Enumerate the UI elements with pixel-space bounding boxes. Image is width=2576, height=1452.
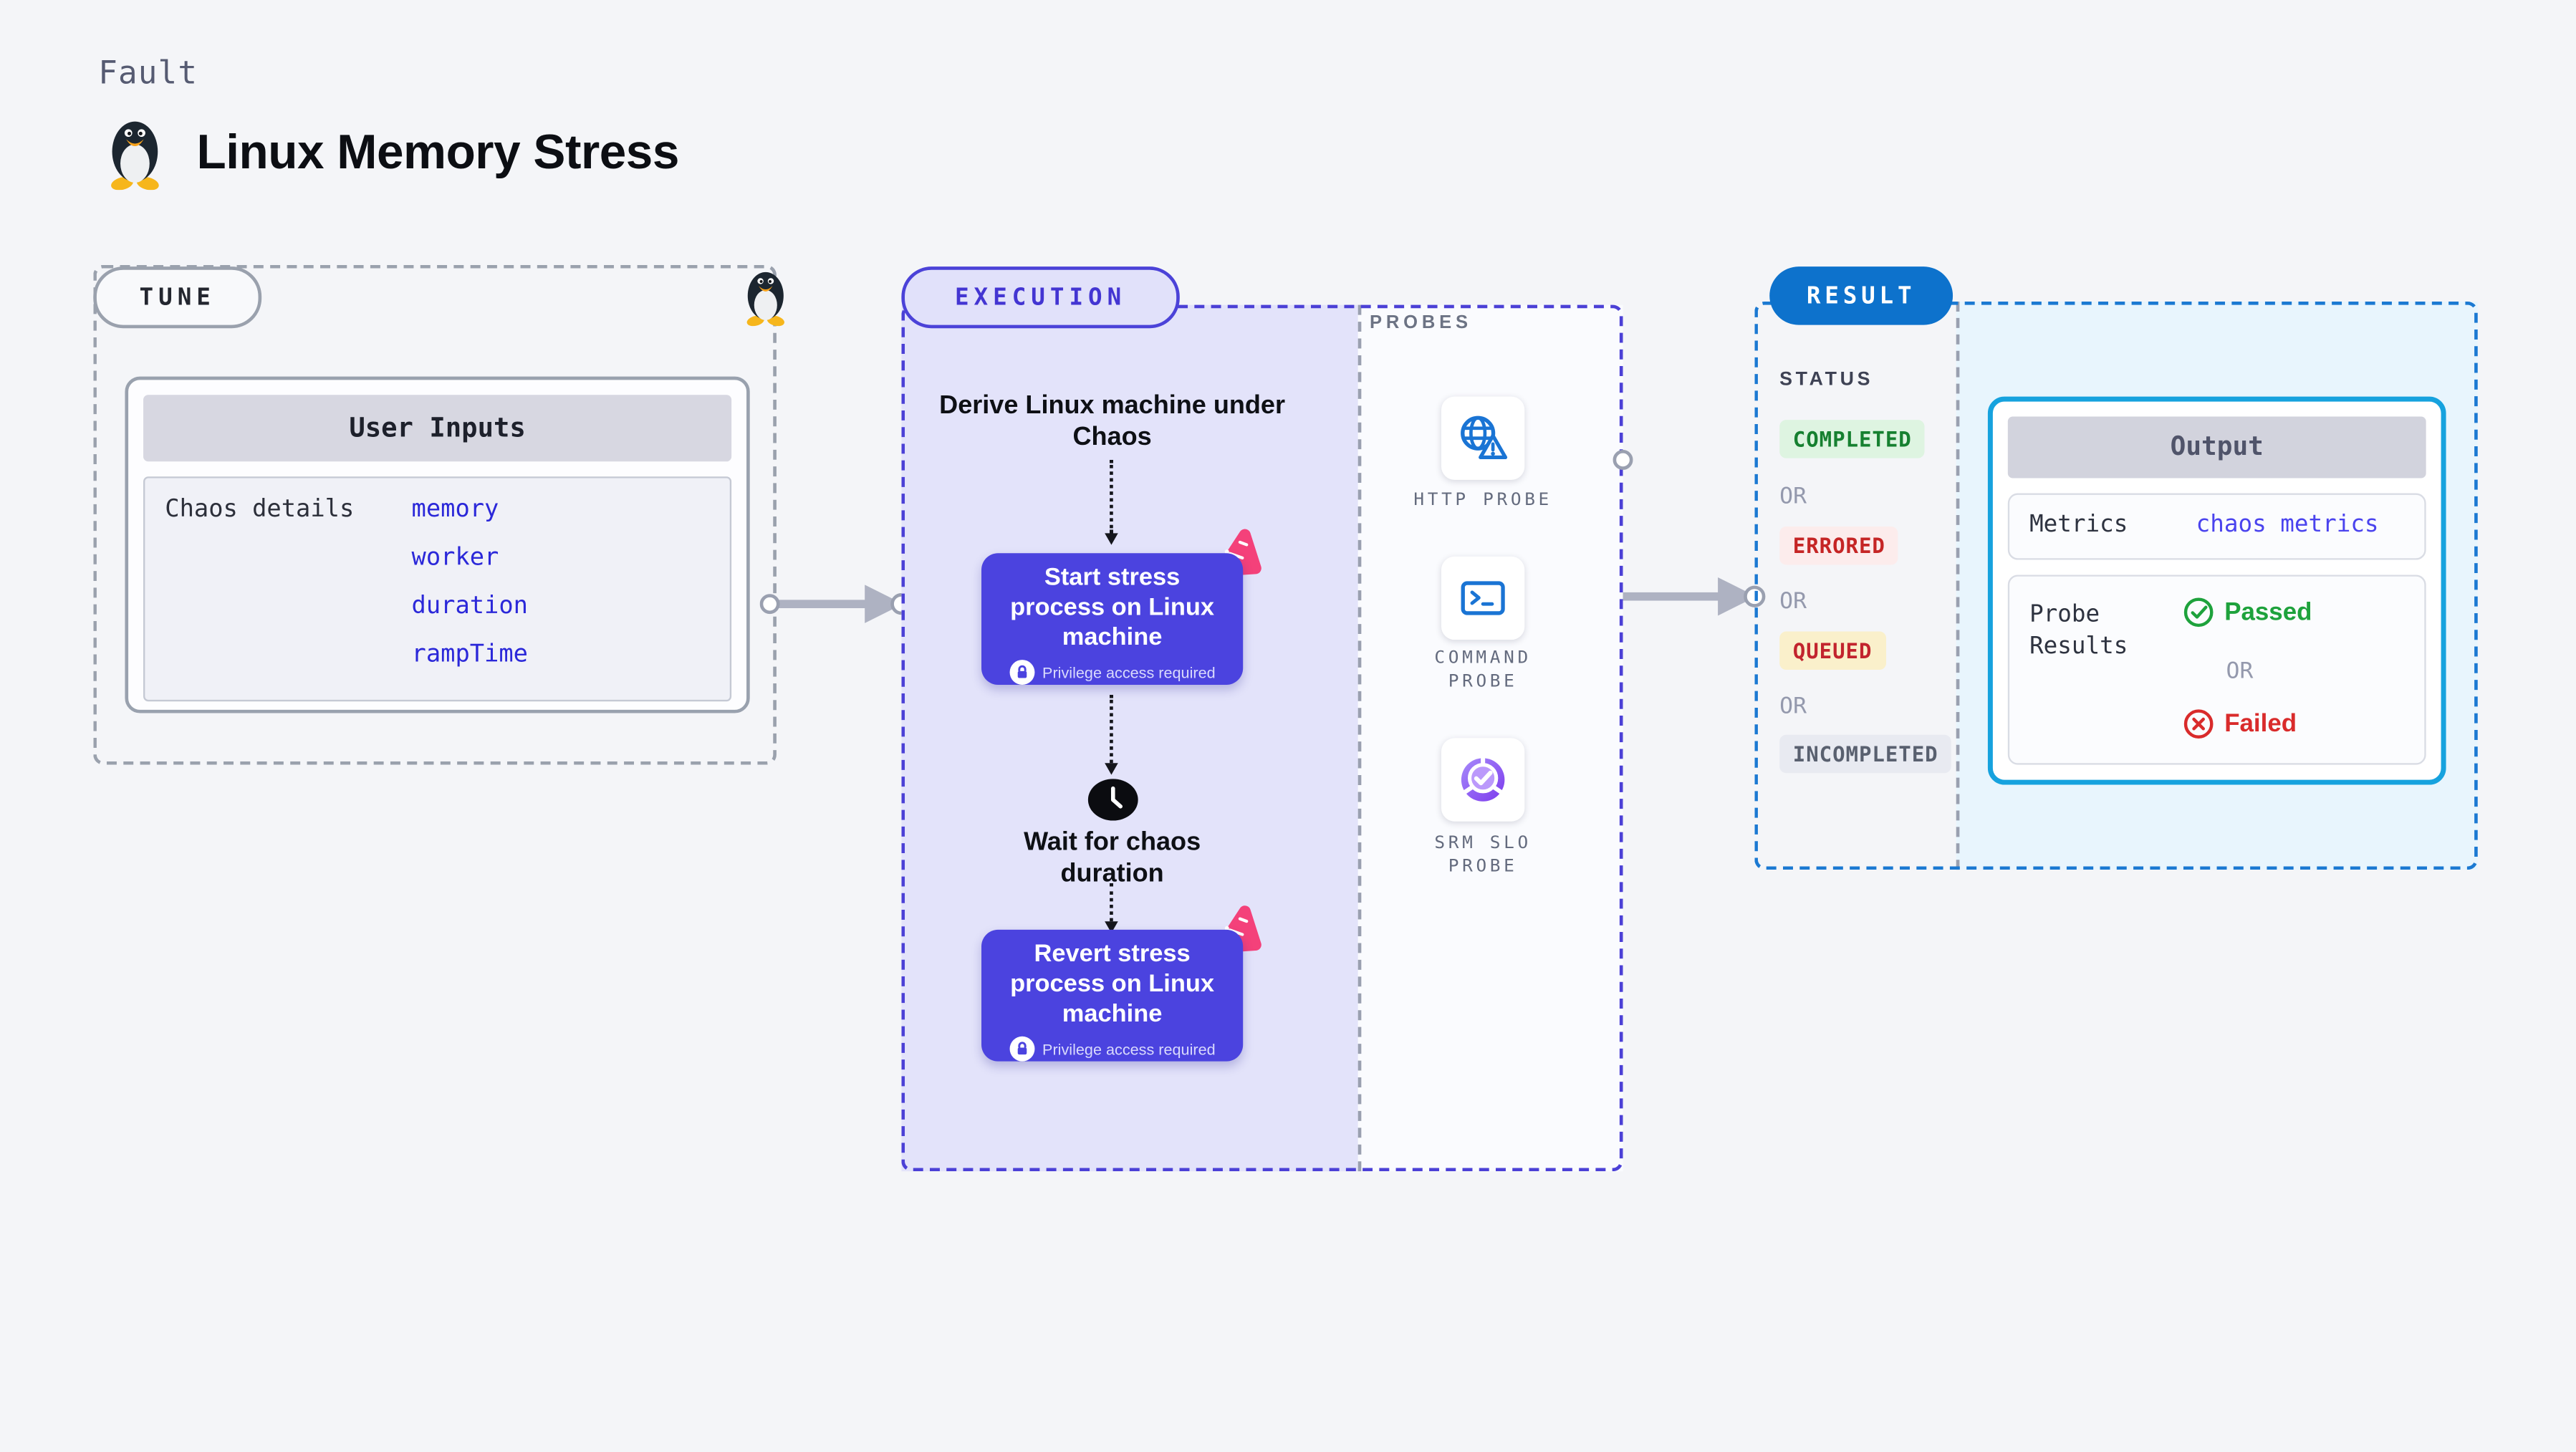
probes-divider xyxy=(1357,304,1362,1172)
dotted-connector xyxy=(1110,694,1113,764)
status-divider xyxy=(1956,302,1960,870)
arrowhead-icon xyxy=(1103,533,1118,545)
srm-slo-probe-label: SRM SLO PROBE xyxy=(1434,833,1532,877)
metrics-value: chaos metrics xyxy=(2196,511,2379,539)
check-circle-icon xyxy=(2183,597,2214,628)
or-label: OR xyxy=(1779,693,1807,720)
lock-icon xyxy=(1009,1037,1034,1062)
revert-stress-title: Revert stress process on Linux machine xyxy=(1010,941,1215,1027)
http-probe-label: HTTP PROBE xyxy=(1413,489,1552,510)
user-inputs-title: User Inputs xyxy=(143,395,732,462)
metrics-row: Metrics chaos metrics xyxy=(2007,493,2426,560)
metrics-label: Metrics xyxy=(2029,511,2128,539)
linux-tux-icon xyxy=(111,121,159,191)
chaos-details-label: Chaos details xyxy=(165,496,355,524)
result-badge-label: RESULT xyxy=(1806,282,1916,309)
tune-badge: TUNE xyxy=(93,266,262,329)
terminal-icon xyxy=(1461,581,1505,615)
x-circle-icon xyxy=(2183,709,2214,739)
probes-title: PROBES xyxy=(1369,313,1472,334)
privilege-note: Privilege access required xyxy=(1042,664,1216,681)
start-stress-node: Start stress process on Linux machine Pr… xyxy=(981,553,1244,686)
input-worker: worker xyxy=(411,544,499,572)
user-inputs-card: User Inputs Chaos details memory worker … xyxy=(125,376,750,713)
revert-stress-node: Revert stress process on Linux machine P… xyxy=(981,929,1244,1062)
input-rampTime: rampTime xyxy=(411,641,528,668)
status-badge-incompleted: INCOMPLETED xyxy=(1779,734,1952,774)
start-stress-title: Start stress process on Linux machine xyxy=(1010,564,1215,651)
command-probe-label: COMMAND PROBE xyxy=(1434,648,1532,692)
wait-step-label: Wait for chaos duration xyxy=(1024,828,1201,889)
chaos-details-box: Chaos details memory worker duration ram… xyxy=(143,476,732,702)
status-title: STATUS xyxy=(1779,370,1874,390)
probe-results-label: Probe Results xyxy=(2029,601,2128,660)
dotted-connector xyxy=(1110,459,1113,534)
tune-section xyxy=(93,264,777,765)
status-badge-errored: ERRORED xyxy=(1779,527,1899,565)
tune-badge-label: TUNE xyxy=(139,284,216,311)
probe-results-row: Probe Results Passed OR Failed xyxy=(2007,574,2426,765)
derive-step-label: Derive Linux machine under Chaos xyxy=(939,391,1286,452)
privilege-note: Privilege access required xyxy=(1042,1041,1216,1058)
input-duration: duration xyxy=(411,593,528,620)
output-card: Output Metrics chaos metrics Probe Resul… xyxy=(1987,396,2446,785)
execution-badge: EXECUTION xyxy=(901,266,1180,329)
http-probe-card xyxy=(1441,396,1525,480)
result-border xyxy=(1754,302,2478,870)
status-badge-completed: COMPLETED xyxy=(1779,420,1926,458)
result-badge: RESULT xyxy=(1769,266,1953,325)
slo-donut-check-icon xyxy=(1461,755,1505,802)
tune-corner-tux-icon xyxy=(746,271,784,327)
srm-slo-probe-card xyxy=(1441,738,1525,822)
globe-alert-icon xyxy=(1461,415,1508,460)
lock-icon xyxy=(1009,660,1034,686)
clock-icon xyxy=(1087,779,1138,821)
input-memory: memory xyxy=(411,496,499,524)
fault-kicker: Fault xyxy=(98,54,198,92)
dotted-connector xyxy=(1110,883,1113,922)
status-badge-queued: QUEUED xyxy=(1779,631,1886,670)
connector-dot xyxy=(1613,450,1633,470)
execution-border xyxy=(901,304,1623,1172)
output-title: Output xyxy=(2007,416,2426,479)
or-label: OR xyxy=(1779,588,1807,615)
execution-to-result-arrow xyxy=(1623,577,1766,616)
command-probe-card xyxy=(1441,556,1525,640)
arrowhead-icon xyxy=(1103,763,1118,775)
execution-badge-label: EXECUTION xyxy=(954,284,1127,311)
or-label: OR xyxy=(1779,483,1807,510)
tune-to-execution-arrow xyxy=(759,585,913,623)
or-label: OR xyxy=(2226,658,2254,685)
page-title: Linux Memory Stress xyxy=(196,126,679,181)
failed-label: Failed xyxy=(2224,709,2297,739)
passed-label: Passed xyxy=(2224,598,2312,627)
